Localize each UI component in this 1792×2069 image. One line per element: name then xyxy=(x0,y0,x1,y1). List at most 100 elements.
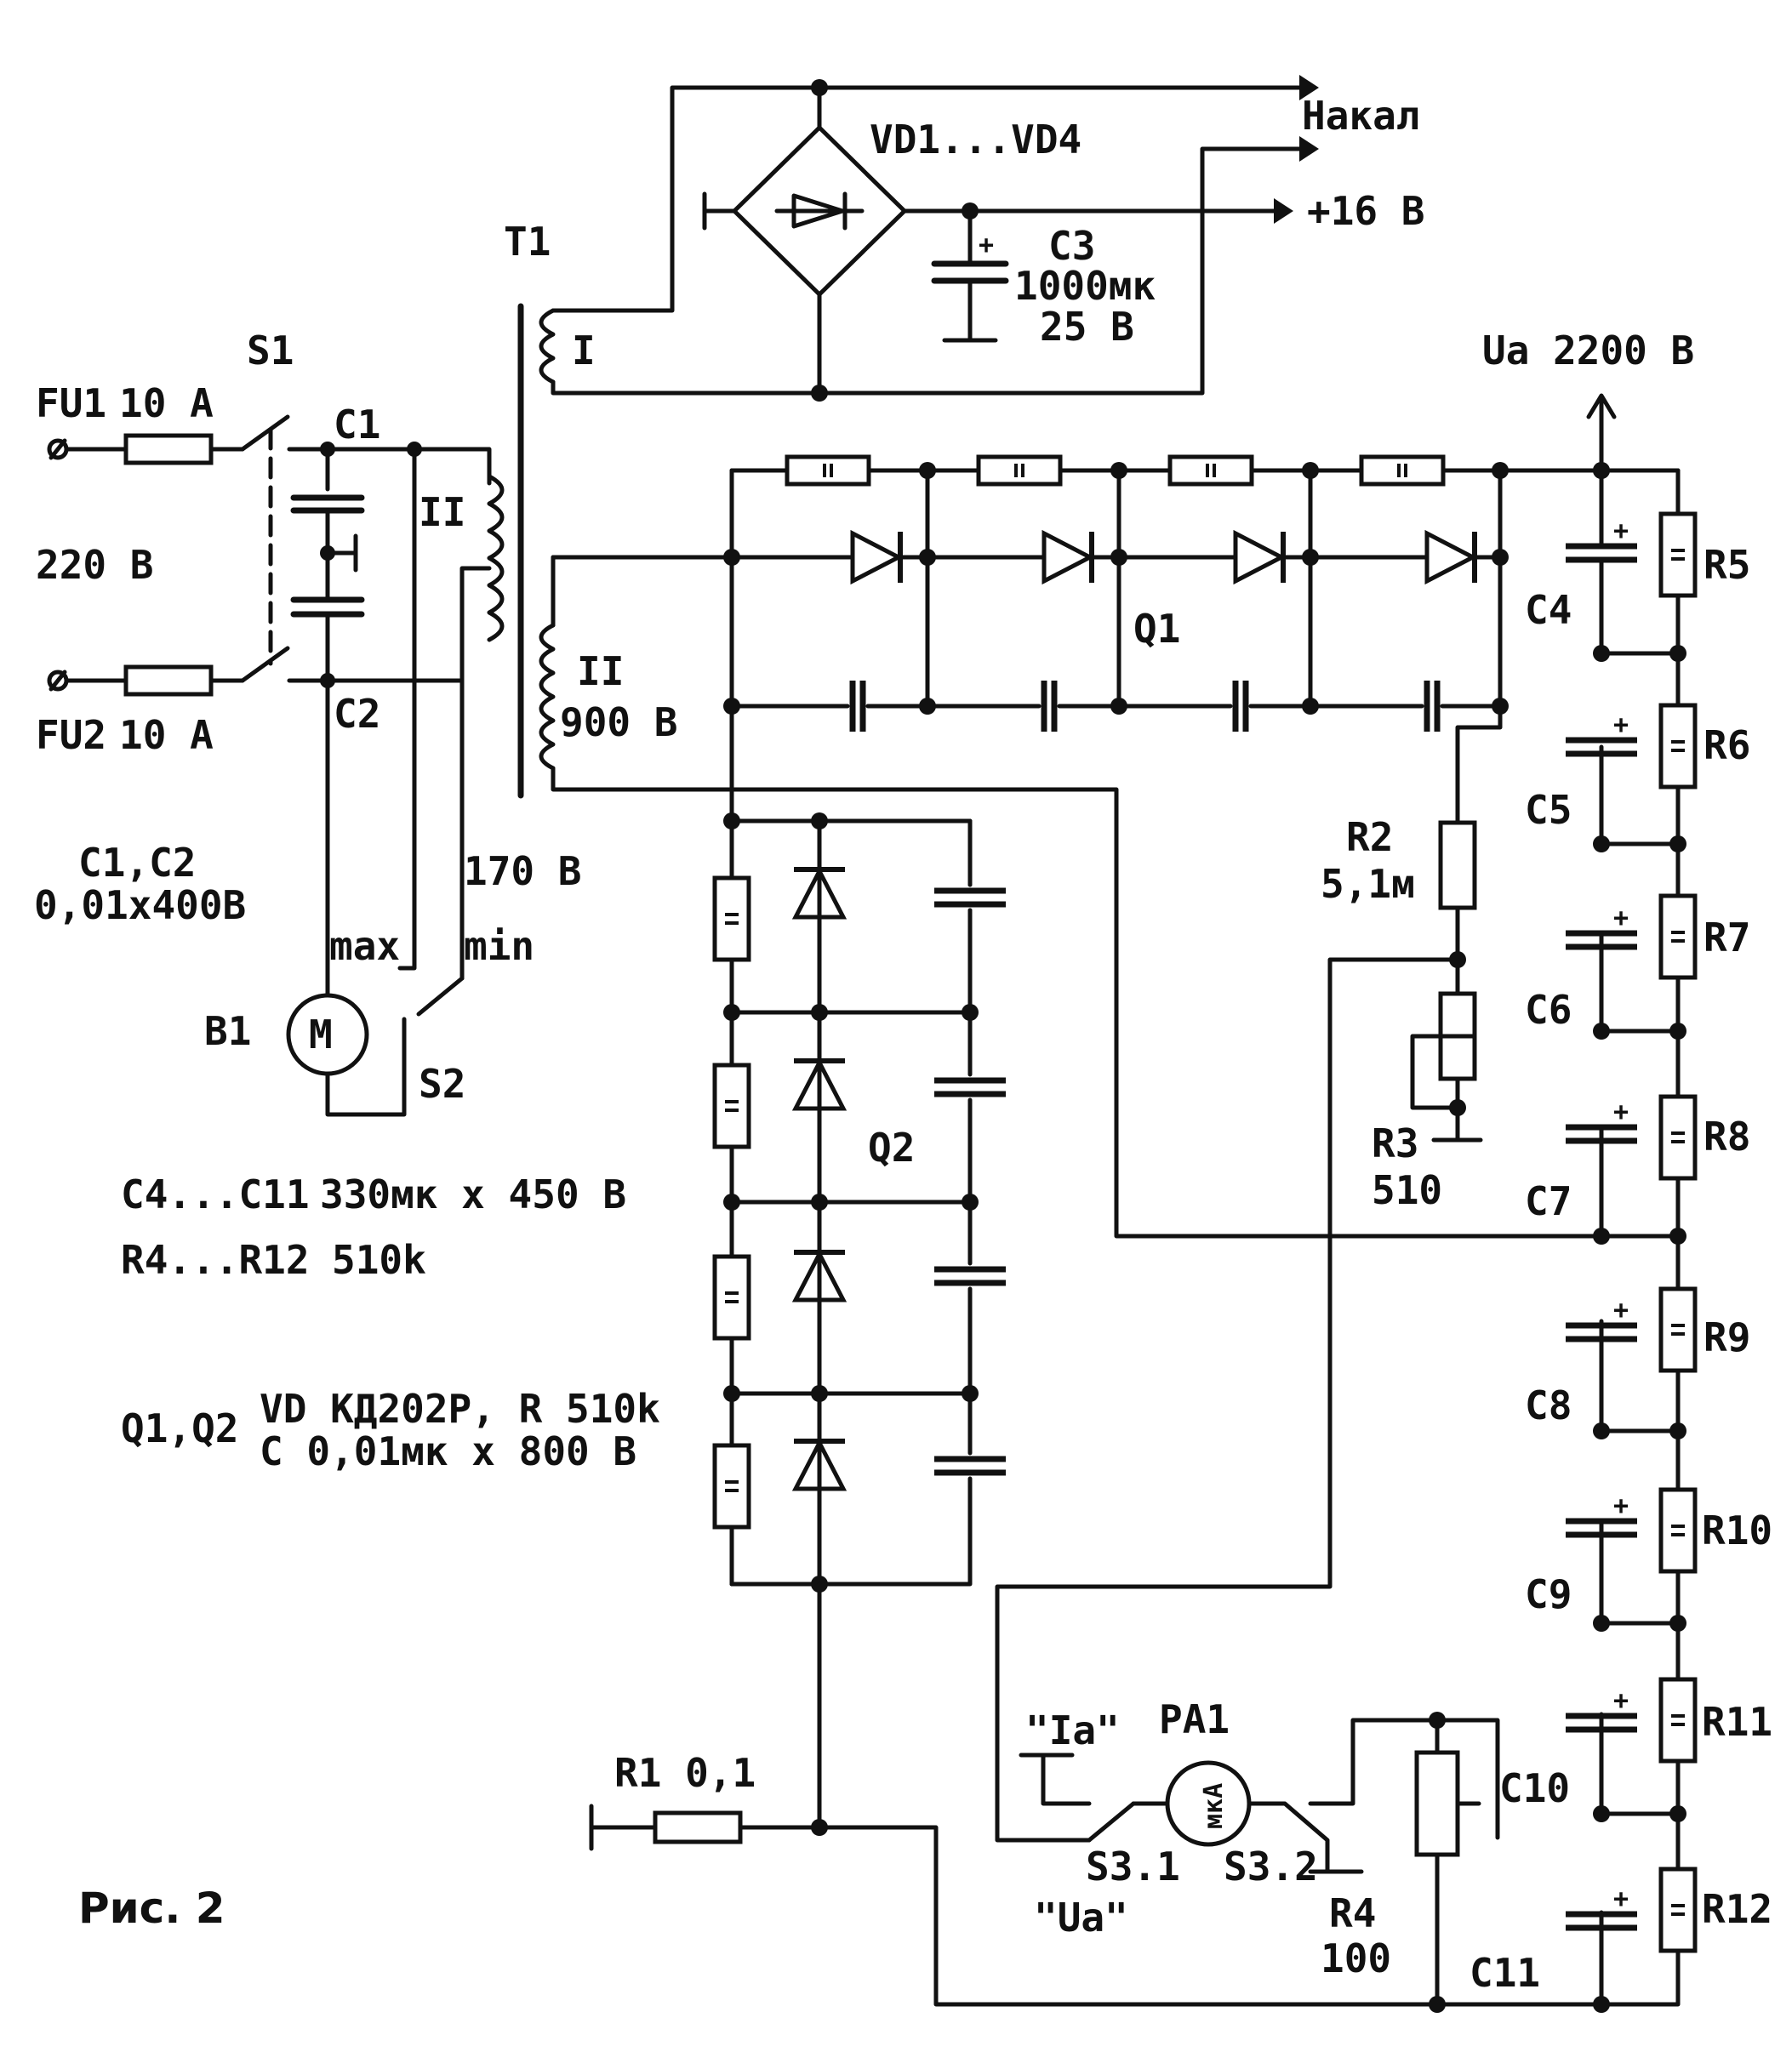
label-c8: C8 xyxy=(1525,1382,1572,1428)
label-q1: Q1 xyxy=(1133,606,1180,652)
wire-bridge xyxy=(702,85,1276,396)
label-c9: C9 xyxy=(1525,1571,1572,1617)
label-fu2-rating: 10 A xyxy=(119,712,214,758)
wire-ladder-top xyxy=(1599,468,1681,517)
label-note-q-line2: C 0,01мк x 800 B xyxy=(260,1428,636,1474)
label-c7: C7 xyxy=(1525,1178,1572,1224)
capacitor-q1-4 xyxy=(1427,681,1437,732)
label-c10: C10 xyxy=(1499,1765,1570,1811)
resistor-q1-1 xyxy=(787,457,869,484)
label-mka: мкА xyxy=(1199,1783,1229,1829)
wire-motor xyxy=(325,678,407,1117)
label-c5: C5 xyxy=(1525,787,1572,833)
label-c4: C4 xyxy=(1525,587,1572,633)
q1-nodes xyxy=(723,462,1610,715)
label-c3-cap: 1000мк xyxy=(1014,263,1156,309)
fuse-fu1 xyxy=(123,433,214,465)
label-s3-2: S3.2 xyxy=(1224,1844,1318,1889)
label-vd-bridge: VD1...VD4 xyxy=(870,117,1081,162)
label-r3-value: 510 xyxy=(1372,1167,1442,1213)
label-note-r-value: 510k xyxy=(332,1237,426,1283)
label-r6: R6 xyxy=(1704,722,1750,768)
label-r9: R9 xyxy=(1704,1314,1750,1360)
label-c1: C1 xyxy=(334,402,380,447)
diode-q1-1 xyxy=(853,532,900,583)
capacitor-q1-2 xyxy=(1044,681,1054,732)
switch-s1 xyxy=(240,414,330,683)
label-s3-1: S3.1 xyxy=(1086,1844,1180,1889)
capacitor-c3: + xyxy=(931,231,1009,284)
text-labels: FU1 10 A S1 220 B FU2 10 A C1 C2 C1,C2 0… xyxy=(34,93,1772,1996)
arrow-16v xyxy=(1274,198,1293,224)
label-r5: R5 xyxy=(1704,542,1750,588)
label-q2: Q2 xyxy=(868,1125,915,1171)
resistor-r2 xyxy=(1438,820,1477,910)
label-max: max xyxy=(329,923,400,969)
label-r1: R1 0,1 xyxy=(614,1750,756,1796)
diode-q1-3 xyxy=(1236,532,1283,583)
resistor-q1-2 xyxy=(979,457,1060,484)
label-nakal: Накал xyxy=(1302,93,1419,139)
rectifier-bridge: + xyxy=(702,75,1319,402)
switch-s2 xyxy=(402,976,465,1049)
label-c3-volt: 25 B xyxy=(1040,304,1134,350)
label-s1: S1 xyxy=(247,328,294,373)
winding-i xyxy=(539,308,556,385)
label-plus16: +16 B xyxy=(1307,188,1424,234)
node-r4-top xyxy=(1429,1712,1446,1729)
wire-winding-i xyxy=(551,85,1302,396)
wire-primary-bottom xyxy=(325,566,492,683)
ladder-nodes xyxy=(1593,462,1686,2013)
wire-q2-cap-links xyxy=(729,818,973,1587)
node-r3-bottom xyxy=(1449,1099,1466,1116)
label-note-q-name: Q1,Q2 xyxy=(121,1405,238,1451)
label-c3: C3 xyxy=(1048,223,1095,269)
label-ua-out: Ua 2200 B xyxy=(1482,328,1694,373)
label-fig: Рис. 2 xyxy=(78,1884,225,1933)
wire-winding-ii-bottom xyxy=(551,766,1604,1239)
wire-q2-crossbars xyxy=(729,1010,973,1396)
label-r7: R7 xyxy=(1704,915,1750,960)
diode-q1-2 xyxy=(1044,532,1092,583)
label-fu2: FU2 xyxy=(36,712,106,758)
label-t1: T1 xyxy=(504,219,551,265)
label-winding-ii-voltage: 900 B xyxy=(560,699,677,745)
motor-b1 xyxy=(286,993,369,1076)
resistor-q1-4 xyxy=(1361,457,1443,484)
resistor-q1-3 xyxy=(1170,457,1252,484)
diode-q1-4 xyxy=(1427,532,1475,583)
multiplier-q2 xyxy=(715,812,1006,1830)
label-r11: R11 xyxy=(1702,1699,1772,1745)
terminal-fu1-slash xyxy=(49,438,67,460)
label-note-c-name: C4...C11 xyxy=(121,1171,310,1217)
label-r4-value: 100 xyxy=(1321,1935,1391,1981)
arrow-nakal-2 xyxy=(1299,136,1319,162)
label-c2: C2 xyxy=(334,691,380,737)
winding-ii xyxy=(539,623,556,771)
label-c11: C11 xyxy=(1470,1950,1540,1996)
label-tap-170: 170 B xyxy=(464,848,581,894)
label-r2: R2 xyxy=(1346,814,1393,860)
wire-max-tap xyxy=(397,447,417,971)
capacitor-q1-3 xyxy=(1236,681,1246,732)
node-c1c2-mid xyxy=(320,545,335,561)
transformer-t1 xyxy=(487,85,1604,1239)
label-note-q-line1: VD КД202Р, R 510k xyxy=(260,1386,660,1432)
label-note-r-name: R4...R12 xyxy=(121,1237,310,1283)
label-r8: R8 xyxy=(1704,1114,1750,1160)
label-s2: S2 xyxy=(419,1061,465,1107)
metering xyxy=(589,820,1604,2013)
output-ladder xyxy=(1566,393,1695,2013)
label-r4: R4 xyxy=(1329,1890,1376,1936)
label-note-c-value: 330мк x 450 B xyxy=(320,1171,626,1217)
label-r10: R10 xyxy=(1702,1508,1772,1553)
wire-r1 xyxy=(589,1804,1604,2007)
label-fu1: FU1 xyxy=(36,380,106,426)
label-min: min xyxy=(464,923,534,969)
label-ua: "Ua" xyxy=(1034,1895,1128,1941)
fuse-fu2 xyxy=(123,664,214,697)
arrow-ua xyxy=(1586,393,1617,419)
switch-s3-1 xyxy=(1019,1753,1136,1843)
label-winding-i: I xyxy=(572,328,596,373)
